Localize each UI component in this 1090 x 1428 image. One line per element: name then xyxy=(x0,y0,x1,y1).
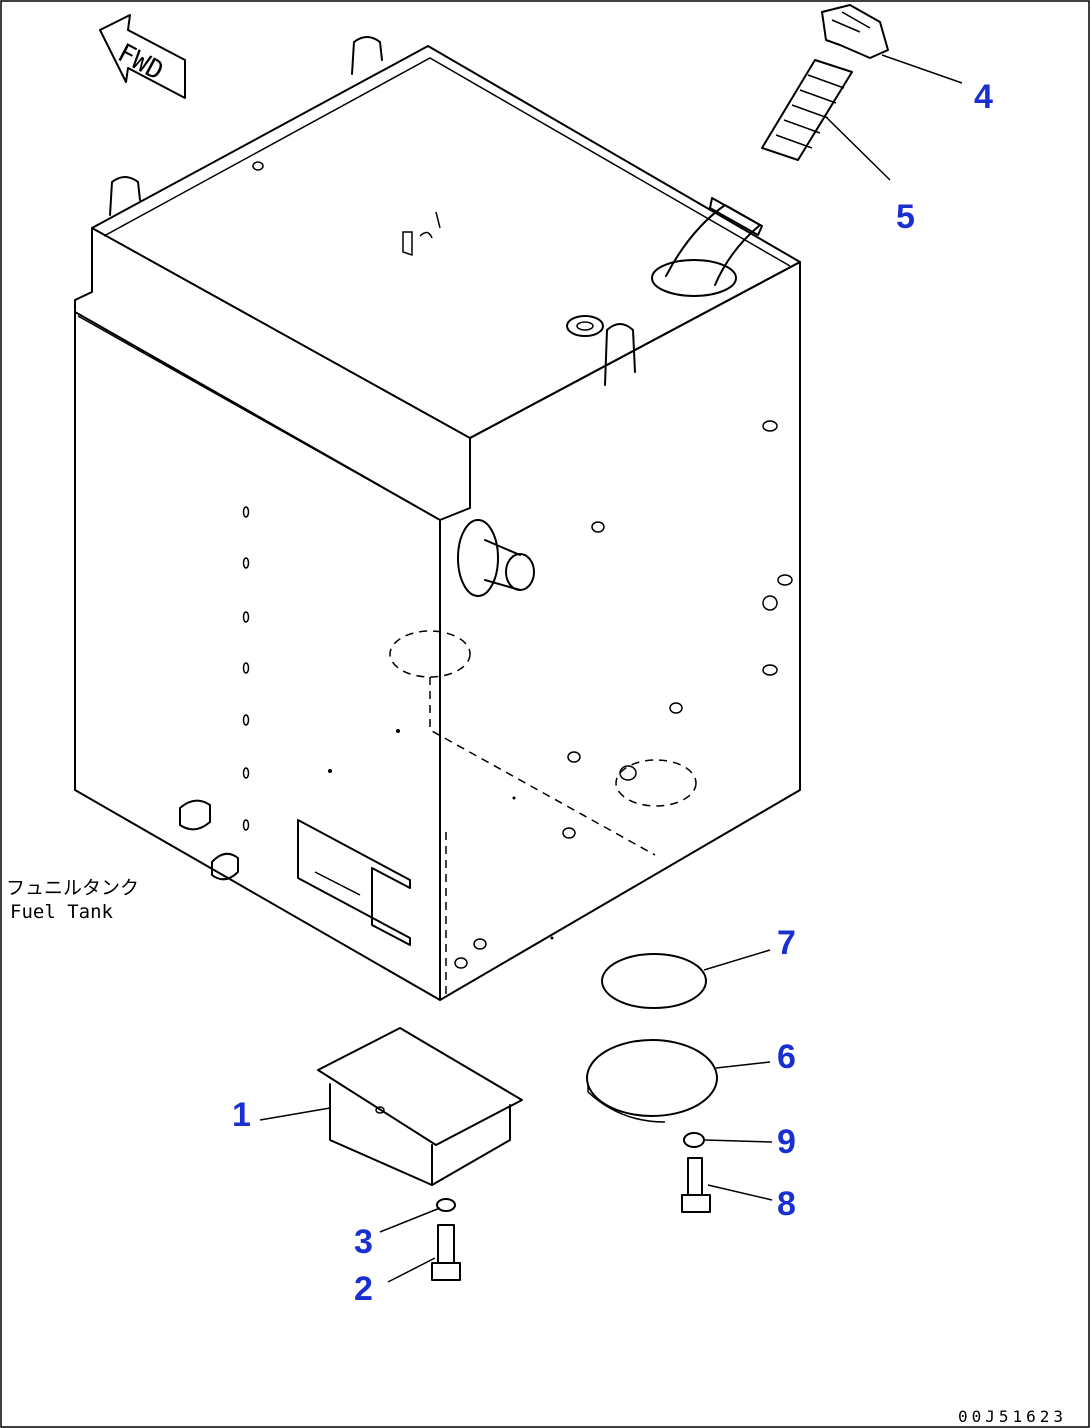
cover-bolt-washer-part xyxy=(681,1132,711,1213)
mounting-holes xyxy=(242,506,250,831)
strainer-part xyxy=(761,59,853,161)
tank-label-en: Fuel Tank xyxy=(10,901,114,923)
gasket-part xyxy=(601,953,707,1009)
drawing-code: 00J51623 xyxy=(958,1407,1067,1426)
callout-7: 7 xyxy=(777,924,796,962)
tank-label-jp: フュニルタンク xyxy=(6,877,139,899)
callout-8: 8 xyxy=(777,1185,796,1223)
callout-6: 6 xyxy=(777,1038,796,1076)
callout-3: 3 xyxy=(354,1223,373,1261)
callout-2: 2 xyxy=(354,1270,373,1308)
forward-arrow-icon: FWD xyxy=(99,14,186,99)
callout-5: 5 xyxy=(896,198,915,236)
forward-mark-text: FWD xyxy=(113,38,169,87)
fuel-tank-body xyxy=(74,36,801,1001)
filler-cap-part xyxy=(821,4,889,59)
drain-bolt-washer-part xyxy=(431,1198,461,1281)
callout-1: 1 xyxy=(232,1096,251,1134)
cover-plate-part xyxy=(586,1039,718,1123)
right-face-bosses xyxy=(328,420,793,969)
callout-4: 4 xyxy=(974,78,993,116)
callout-9: 9 xyxy=(777,1123,796,1161)
leader-lines xyxy=(259,54,963,1283)
drain-sump-part xyxy=(317,1027,523,1186)
